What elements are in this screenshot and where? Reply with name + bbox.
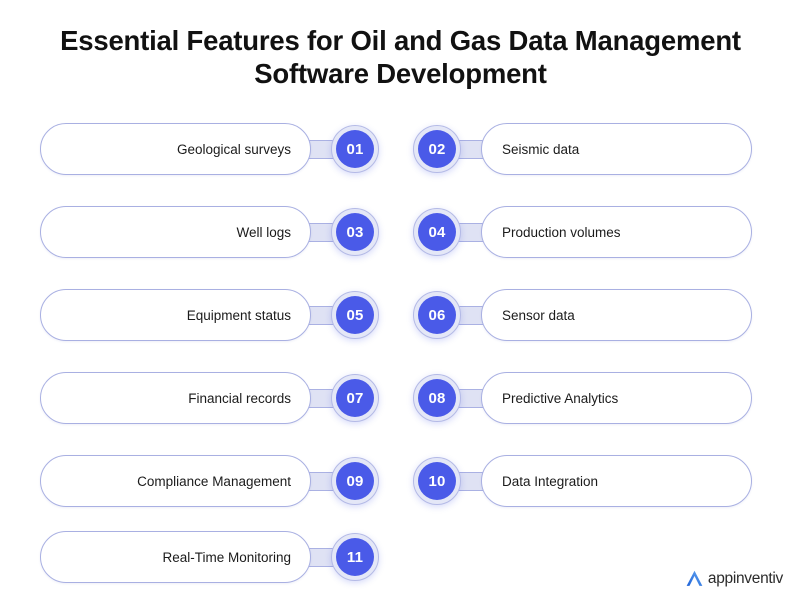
connector-bar [458,305,484,325]
feature-pill[interactable]: Predictive Analytics [481,372,752,424]
feature-row: Financial records 07 08 Predictive Analy… [0,368,801,428]
feature-label: Geological surveys [176,141,291,157]
feature-label: Seismic data [502,141,580,157]
feature-pill[interactable]: Financial records [40,372,311,424]
feature-number: 06 [418,296,456,334]
feature-label: Predictive Analytics [502,390,619,406]
feature-item-10[interactable]: 10 Data Integration [413,451,762,511]
feature-number: 09 [336,462,374,500]
feature-row: Equipment status 05 06 Sensor data [0,285,801,345]
connector-bar [458,471,484,491]
feature-label: Production volumes [502,224,621,240]
connector-bar [308,305,334,325]
brand-logo-text: appinventiv [707,569,783,587]
feature-pill[interactable]: Well logs [40,206,311,258]
page-title-line-2: Software Development [254,58,547,89]
feature-number-badge: 06 [413,291,461,339]
feature-label: Real-Time Monitoring [162,549,291,565]
feature-pill[interactable]: Data Integration [481,455,752,507]
feature-number: 04 [418,213,456,251]
feature-item-06[interactable]: 06 Sensor data [413,285,762,345]
feature-pill[interactable]: Compliance Management [40,455,311,507]
feature-pill[interactable]: Geological surveys [40,123,311,175]
feature-number: 10 [418,462,456,500]
feature-number-badge: 02 [413,125,461,173]
feature-label: Sensor data [502,307,575,323]
feature-number: 02 [418,130,456,168]
connector-bar [458,388,484,408]
page-title: Essential Features for Oil and Gas Data … [0,24,801,90]
feature-number: 05 [336,296,374,334]
feature-item-04[interactable]: 04 Production volumes [413,202,762,262]
feature-item-11[interactable]: Real-Time Monitoring 11 [40,527,386,587]
feature-number-badge: 01 [331,125,379,173]
feature-item-07[interactable]: Financial records 07 [40,368,386,428]
brand-logo: appinventiv [684,568,783,589]
feature-item-05[interactable]: Equipment status 05 [40,285,386,345]
feature-number-badge: 07 [331,374,379,422]
feature-item-02[interactable]: 02 Seismic data [413,119,762,179]
feature-list: Geological surveys 01 02 Seismic data [0,119,801,605]
connector-bar [308,388,334,408]
feature-item-01[interactable]: Geological surveys 01 [40,119,386,179]
feature-number: 01 [336,130,374,168]
feature-number: 11 [336,538,374,576]
connector-bar [308,139,334,159]
feature-row: Geological surveys 01 02 Seismic data [0,119,801,179]
feature-pill[interactable]: Seismic data [481,123,752,175]
feature-pill[interactable]: Sensor data [481,289,752,341]
feature-number-badge: 03 [331,208,379,256]
appinventiv-a-mark-icon [684,568,705,589]
feature-pill[interactable]: Production volumes [481,206,752,258]
feature-row: Real-Time Monitoring 11 [0,527,801,587]
connector-bar [458,222,484,242]
feature-pill[interactable]: Equipment status [40,289,311,341]
page-title-line-1: Essential Features for Oil and Gas Data … [60,25,741,56]
feature-number-badge: 05 [331,291,379,339]
feature-item-08[interactable]: 08 Predictive Analytics [413,368,762,428]
feature-item-03[interactable]: Well logs 03 [40,202,386,262]
feature-number: 03 [336,213,374,251]
connector-bar [458,139,484,159]
feature-row: Compliance Management 09 10 Data Integra… [0,451,801,511]
feature-number-badge: 04 [413,208,461,256]
feature-number: 08 [418,379,456,417]
connector-bar [308,222,334,242]
feature-label: Equipment status [186,307,291,323]
feature-label: Well logs [236,224,291,240]
feature-pill[interactable]: Real-Time Monitoring [40,531,311,583]
feature-number-badge: 10 [413,457,461,505]
feature-number: 07 [336,379,374,417]
feature-label: Data Integration [502,473,599,489]
feature-row: Well logs 03 04 Production volumes [0,202,801,262]
feature-number-badge: 08 [413,374,461,422]
feature-label: Financial records [188,390,291,406]
feature-item-09[interactable]: Compliance Management 09 [40,451,386,511]
feature-number-badge: 09 [331,457,379,505]
connector-bar [308,547,334,567]
feature-number-badge: 11 [331,533,379,581]
connector-bar [308,471,334,491]
feature-label: Compliance Management [137,473,291,489]
